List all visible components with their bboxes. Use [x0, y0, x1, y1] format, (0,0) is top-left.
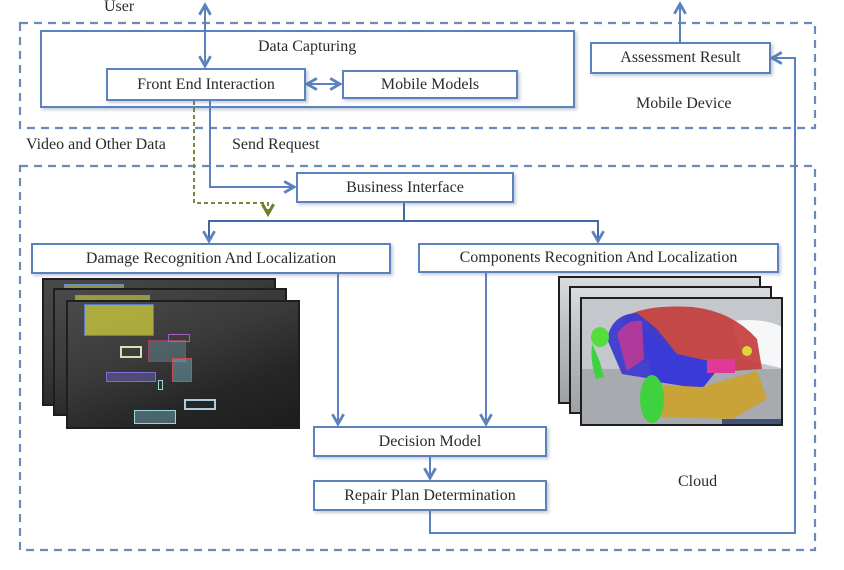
damage-frame-front [66, 300, 300, 429]
video-data-label: Video and Other Data [26, 136, 166, 153]
damage-box [120, 346, 142, 358]
edge-send-request [209, 101, 294, 187]
data-capturing-container [40, 30, 575, 108]
edge-repair-assessment [429, 58, 796, 534]
decision-model-node[interactable]: Decision Model [313, 426, 547, 457]
repair-plan-node[interactable]: Repair Plan Determination [313, 480, 547, 511]
business-interface-node[interactable]: Business Interface [296, 172, 514, 203]
business-interface-label: Business Interface [346, 178, 464, 196]
send-request-label: Send Request [232, 136, 320, 153]
components-recognition-node[interactable]: Components Recognition And Localization [418, 243, 779, 273]
user-label: User [104, 0, 135, 15]
damage-box [106, 372, 156, 382]
damage-box-headlight [84, 304, 154, 336]
damage-recognition-label: Damage Recognition And Localization [85, 249, 337, 267]
repair-plan-label: Repair Plan Determination [344, 486, 516, 504]
mobile-models-node[interactable]: Mobile Models [342, 70, 518, 99]
damage-box [172, 358, 192, 382]
components-recognition-label: Components Recognition And Localization [459, 249, 738, 266]
mobile-device-zone [18, 21, 817, 130]
damage-box [168, 334, 190, 342]
assessment-result-label: Assessment Result [620, 49, 741, 66]
cloud-label: Cloud [678, 473, 718, 490]
front-end-interaction-node[interactable]: Front End Interaction [106, 68, 306, 101]
edge-video-data [193, 101, 268, 214]
damage-box [184, 399, 216, 410]
decision-model-label: Decision Model [378, 432, 482, 450]
car-segmentation [582, 299, 781, 424]
components-frame-front [580, 297, 783, 426]
mobile-device-label: Mobile Device [636, 95, 732, 112]
damage-recognition-node[interactable]: Damage Recognition And Localization [31, 243, 391, 274]
assessment-result-node[interactable]: Assessment Result [590, 42, 771, 74]
damage-box [134, 410, 176, 424]
damage-box [158, 380, 163, 390]
cloud-zone [18, 164, 817, 552]
mobile-models-label: Mobile Models [380, 75, 480, 93]
front-end-interaction-label: Front End Interaction [137, 75, 275, 93]
damage-box [148, 340, 186, 362]
edge-bi-damage [209, 220, 404, 241]
edge-bi-components [404, 220, 598, 241]
data-capturing-label: Data Capturing [258, 38, 357, 55]
